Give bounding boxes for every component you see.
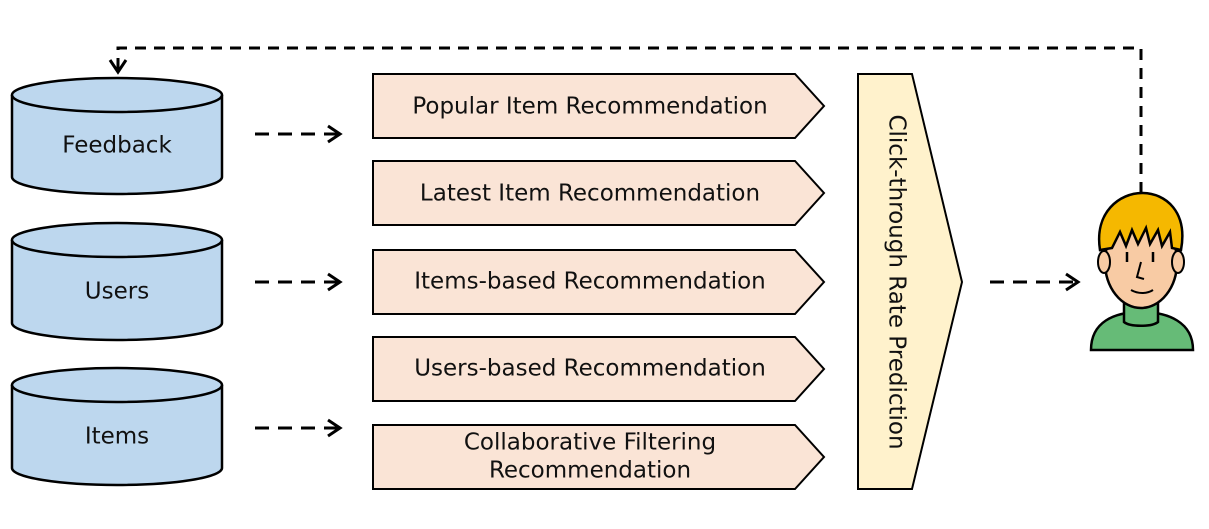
feedback-loop-arrow: [116, 46, 1143, 193]
arrow-ctr-to-user: [990, 272, 1081, 292]
database-items: Items: [10, 366, 224, 487]
database-feedback: Feedback: [10, 76, 224, 196]
user-avatar-icon: [1089, 191, 1195, 352]
ctr-prediction-block: Click-through Rate Prediction: [857, 73, 964, 490]
recommender-label-latest: Latest Item Recommendation: [420, 181, 760, 207]
database-label-users: Users: [85, 279, 149, 305]
recommender-popular: Popular Item Recommendation: [372, 73, 826, 139]
recommender-users-based: Users-based Recommendation: [372, 336, 826, 402]
feedback-loop-arrowhead: [108, 59, 128, 75]
recommender-label-items-based: Items-based Recommendation: [414, 269, 765, 295]
arrow-users-to-recommenders: [255, 272, 343, 292]
recommender-label-popular: Popular Item Recommendation: [412, 94, 767, 120]
recommender-collaborative: Collaborative Filtering Recommendation: [372, 424, 826, 490]
recommender-label-collaborative-line2: Recommendation: [489, 458, 691, 484]
arrow-feedback-to-recommenders: [255, 124, 343, 144]
recommender-items-based: Items-based Recommendation: [372, 249, 826, 315]
database-users: Users: [10, 221, 224, 342]
ctr-prediction-label: Click-through Rate Prediction: [884, 114, 910, 449]
database-label-feedback: Feedback: [62, 133, 172, 159]
arrow-items-to-recommenders: [255, 418, 343, 438]
database-label-items: Items: [85, 424, 149, 450]
recommender-label-collaborative-line1: Collaborative Filtering: [464, 430, 716, 456]
recommender-label-users-based: Users-based Recommendation: [414, 356, 766, 382]
recommender-latest: Latest Item Recommendation: [372, 160, 826, 226]
